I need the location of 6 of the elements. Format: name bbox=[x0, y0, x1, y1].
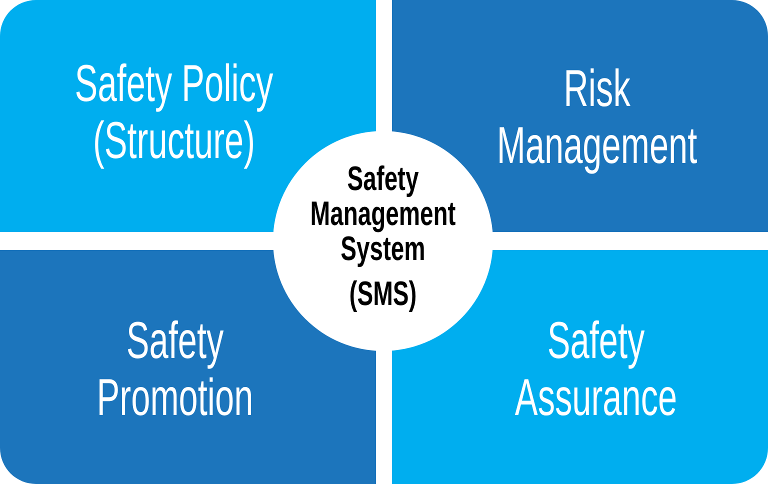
panel-title: Risk Management bbox=[496, 60, 698, 176]
circle-subtitle: (SMS) bbox=[349, 277, 417, 312]
panel-title: Safety Policy (Structure) bbox=[74, 56, 274, 170]
circle-title: Safety Management System bbox=[309, 162, 457, 268]
panel-title: Safety Assurance bbox=[514, 312, 678, 428]
panel-title: Safety Promotion bbox=[96, 312, 254, 428]
